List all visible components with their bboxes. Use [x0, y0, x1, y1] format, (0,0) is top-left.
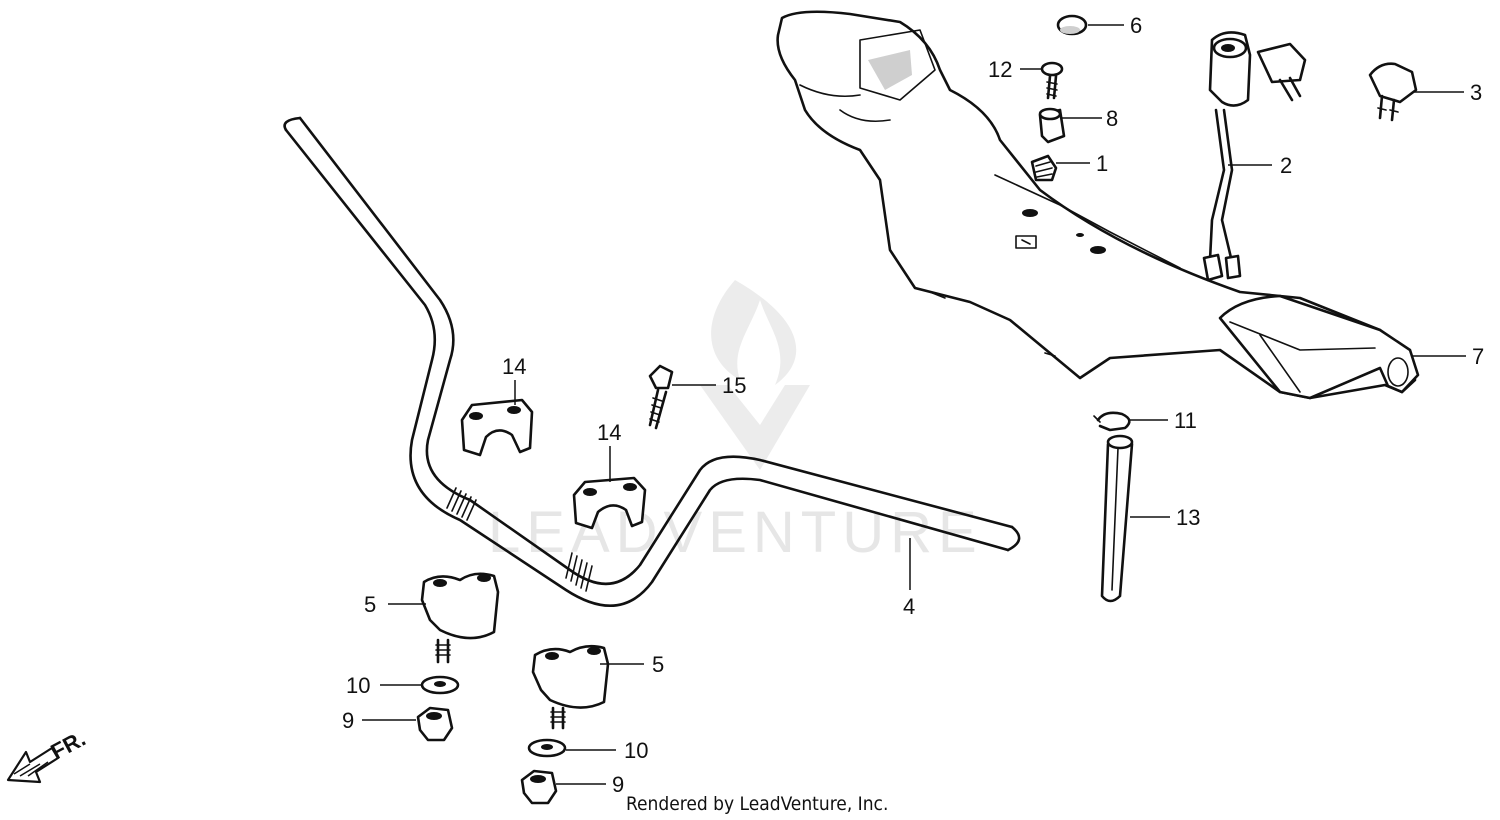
upper-holder-part-a — [460, 398, 534, 457]
callout-10a: 10 — [346, 673, 370, 698]
callout-9a: 9 — [342, 708, 354, 733]
nut-part-b — [520, 769, 558, 805]
end-cover-part — [1218, 294, 1420, 400]
watermark-text: LEADVENTURE — [488, 500, 983, 565]
leader-lines — [362, 24, 1466, 785]
callout-15: 15 — [722, 373, 746, 398]
upper-holder-part-b — [572, 476, 647, 530]
collar-part — [1038, 107, 1066, 144]
callout-8: 8 — [1106, 106, 1118, 131]
callout-14a: 14 — [502, 354, 526, 379]
callout-2: 2 — [1280, 153, 1292, 178]
knurl-right — [565, 552, 593, 592]
callout-1: 1 — [1096, 151, 1108, 176]
watermark: LEADVENTURE — [488, 280, 983, 565]
knurl-left — [446, 487, 477, 521]
callout-9b: 9 — [612, 772, 624, 797]
lower-holder-part-a — [420, 572, 500, 664]
clip-part — [1093, 411, 1131, 432]
callout-14b: 14 — [597, 420, 621, 445]
callout-4: 4 — [903, 594, 915, 619]
callout-12: 12 — [988, 57, 1012, 82]
ignition-switch-part — [1202, 31, 1307, 282]
nut-part-a — [416, 706, 454, 742]
callout-11: 11 — [1174, 408, 1197, 433]
grommet-part — [1030, 154, 1058, 182]
bolt-part-15 — [648, 364, 674, 430]
front-direction-arrow: FR. — [6, 726, 90, 784]
handlebar-part — [283, 116, 1021, 607]
key-part — [1368, 62, 1418, 122]
callout-10b: 10 — [624, 738, 648, 763]
callout-5b: 5 — [652, 652, 664, 677]
screw-part — [1040, 61, 1064, 100]
tube-part — [1100, 434, 1134, 603]
callout-5a: 5 — [364, 592, 376, 617]
washer-part-a — [420, 675, 460, 695]
callout-3: 3 — [1470, 80, 1482, 105]
washer-part-b — [527, 738, 567, 758]
callout-13: 13 — [1176, 505, 1200, 530]
render-credit: Rendered by LeadVenture, Inc. — [626, 793, 888, 815]
callout-6: 6 — [1130, 13, 1142, 38]
lower-holder-part-b — [531, 644, 610, 730]
callout-7: 7 — [1472, 344, 1484, 369]
cap-part — [1056, 14, 1088, 36]
callout-numbers: 6 12 8 1 2 3 7 11 13 4 15 14 14 5 5 10 9… — [342, 13, 1484, 797]
